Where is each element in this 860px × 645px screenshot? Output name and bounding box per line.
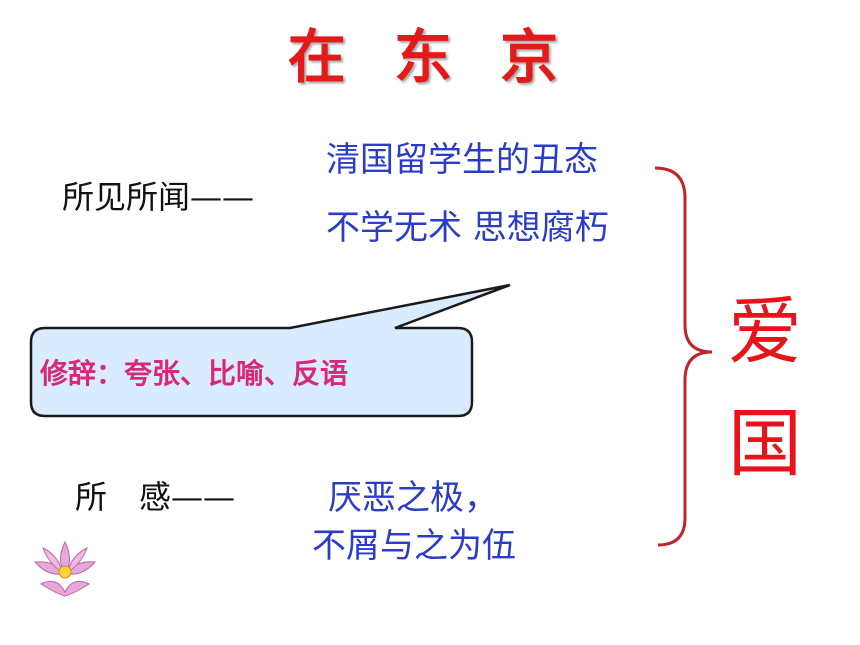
conclusion-char-1: 爱 bbox=[728, 289, 802, 375]
conclusion-char-2: 国 bbox=[728, 401, 802, 487]
felt-line-2: 不屑与之为伍 bbox=[312, 526, 516, 566]
page-title: 在 东 京 bbox=[287, 23, 573, 91]
seen-label: 所见所闻—— bbox=[62, 178, 255, 216]
speech-bubble bbox=[29, 283, 511, 418]
felt-label: 所 感—— bbox=[75, 478, 236, 516]
seen-line-2: 不学无术 思想腐朽 bbox=[326, 208, 609, 248]
felt-line-1: 厌恶之极， bbox=[328, 478, 498, 518]
rhetoric-callout-text: 修辞：夸张、比喻、反语 bbox=[40, 357, 349, 390]
right-brace bbox=[654, 166, 713, 547]
seen-line-1: 清国留学生的丑态 bbox=[326, 140, 598, 180]
lotus-flower-icon bbox=[33, 540, 97, 597]
